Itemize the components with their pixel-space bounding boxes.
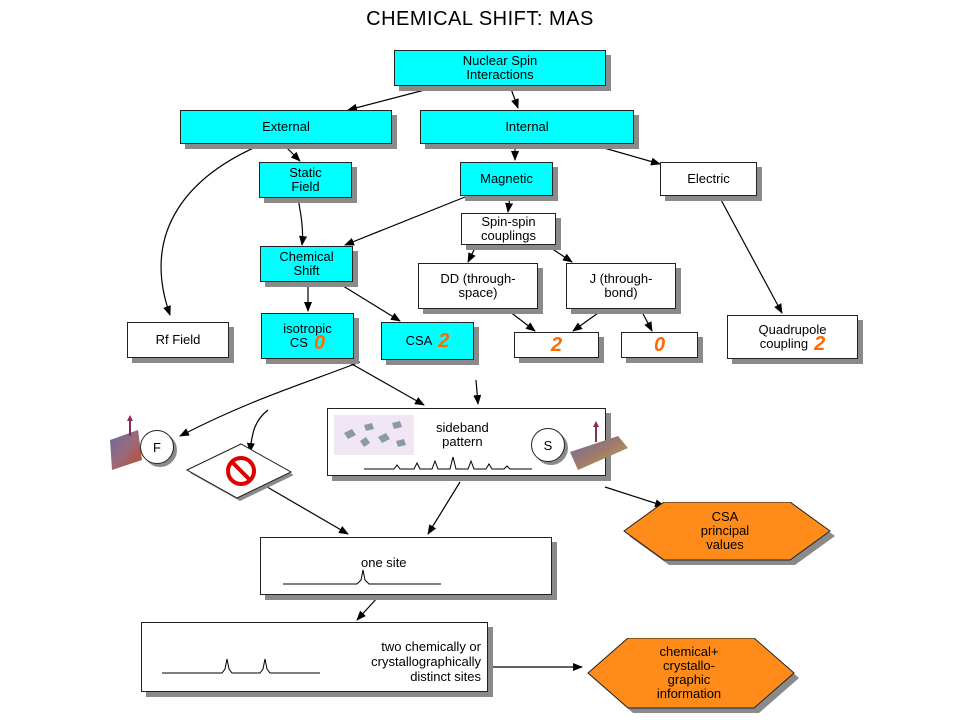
spectrum-icon <box>283 569 441 585</box>
dd-through-space-node: DD (through- space) <box>418 263 538 309</box>
static-field-node: Static Field <box>259 162 352 198</box>
rf-field-node: Rf Field <box>127 322 229 358</box>
electric-node: Electric <box>660 162 757 196</box>
slow-spinning-circle: S <box>531 428 565 462</box>
two-sites-box: two chemically or crystallographically d… <box>141 622 488 692</box>
node-label: DD (through- <box>440 271 516 286</box>
two-sites-label: distinct sites <box>410 669 481 684</box>
node-label: principal <box>700 523 750 538</box>
hexagon-shape <box>587 638 799 713</box>
rotor-icon <box>110 415 142 470</box>
isotropic-cs-node: isotropic CS 0 <box>261 313 354 359</box>
node-label: graphic <box>667 672 711 687</box>
node-label: chemical+ <box>659 644 719 659</box>
dd-result-number: 2 <box>550 334 563 356</box>
rotor-icon <box>570 421 628 470</box>
dd-result-node: 2 <box>514 332 599 358</box>
csa-node: CSA 2 <box>381 322 474 360</box>
fast-spinning-circle: F <box>140 430 174 464</box>
nuclear-spin-interactions-node: Nuclear Spin Interactions <box>394 50 606 86</box>
sideband-label: pattern <box>442 434 483 449</box>
prohibited-icon <box>185 443 294 501</box>
one-site-label: one site <box>361 555 407 570</box>
quadrupole-coupling-node: Quadrupole coupling 2 <box>727 315 858 359</box>
isotropic-cs-number: 0 <box>313 332 326 354</box>
two-sites-label: two chemically or <box>381 639 481 654</box>
node-label: isotropic <box>283 321 332 336</box>
node-label: information <box>656 686 722 701</box>
node-label: Chemical <box>279 249 334 264</box>
crystallites-icon <box>334 415 414 455</box>
node-label: Interactions <box>466 67 534 82</box>
node-label: Nuclear Spin <box>462 53 538 68</box>
node-label: CSA <box>711 509 739 524</box>
csa-number: 2 <box>438 330 450 352</box>
node-label: couplings <box>481 228 536 243</box>
node-label: CS <box>289 335 308 350</box>
prohibited-box <box>183 440 294 501</box>
node-label: Static <box>289 165 322 180</box>
spectrum-icon <box>364 456 532 470</box>
internal-node: Internal <box>420 110 634 144</box>
csa-principal-values-node: CSA principal values <box>620 502 835 565</box>
sideband-label: sideband <box>436 420 489 435</box>
node-label: Quadrupole <box>758 322 827 337</box>
external-node: External <box>180 110 392 144</box>
node-label: CSA <box>405 333 433 348</box>
node-label: coupling <box>759 336 809 351</box>
node-label: Spin-spin <box>481 214 536 229</box>
node-label: Shift <box>293 263 320 278</box>
two-sites-label: crystallographically <box>371 654 481 669</box>
j-result-node: 0 <box>621 332 698 358</box>
j-through-bond-node: J (through- bond) <box>566 263 676 309</box>
page-title: CHEMICAL SHIFT: MAS <box>366 8 594 30</box>
quadrupole-number: 2 <box>814 333 826 355</box>
chemical-shift-node: Chemical Shift <box>260 246 353 282</box>
node-label: crystallo- <box>662 658 715 673</box>
spin-spin-couplings-node: Spin-spin couplings <box>461 213 556 245</box>
one-site-box: one site <box>260 537 552 595</box>
node-label: values <box>706 537 744 552</box>
magnetic-node: Magnetic <box>460 162 553 196</box>
j-result-number: 0 <box>653 334 666 356</box>
spectrum-icon <box>162 658 320 674</box>
node-label: Field <box>291 179 320 194</box>
node-label: bond) <box>604 285 638 300</box>
node-label: space) <box>458 285 498 300</box>
node-label: J (through- <box>589 271 653 286</box>
chemical-crystallographic-info-node: chemical+ crystallo- graphic information <box>584 638 799 713</box>
hexagon-shape <box>623 502 835 565</box>
